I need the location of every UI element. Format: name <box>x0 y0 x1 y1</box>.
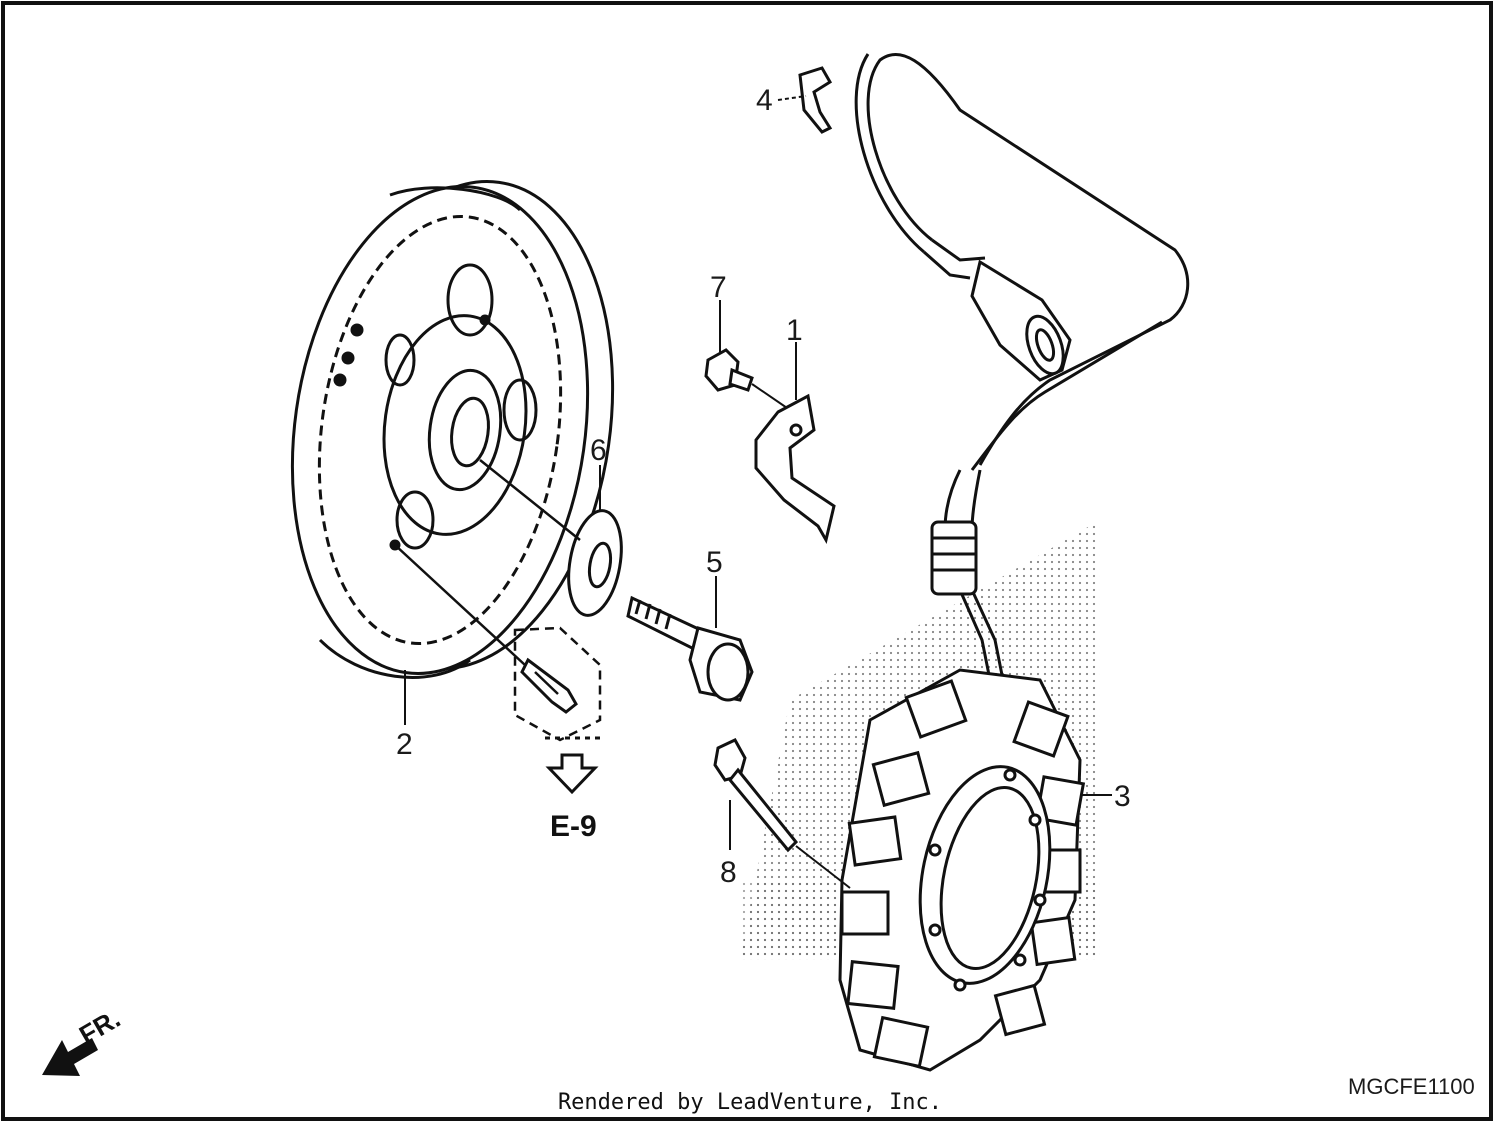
callout-1[interactable]: 1 <box>786 314 803 347</box>
callout-2[interactable]: 2 <box>396 728 413 761</box>
leader-4 <box>777 95 807 101</box>
bracket-bolt[interactable] <box>704 348 754 392</box>
wire-grommet[interactable] <box>930 520 978 596</box>
leader-washer-axis <box>479 459 581 541</box>
front-direction-arrow: FR. <box>42 1003 125 1076</box>
callout-5[interactable]: 5 <box>706 546 723 579</box>
credit-text: Rendered by LeadVenture, Inc. <box>557 1090 943 1115</box>
reference-arrow <box>545 736 600 795</box>
leader-7-axis <box>751 383 791 411</box>
leader-8-axis <box>795 845 851 889</box>
cable-bracket[interactable] <box>754 393 836 545</box>
callout-6[interactable]: 6 <box>590 434 607 467</box>
callout-7[interactable]: 7 <box>710 271 727 304</box>
flywheel-bolt[interactable] <box>626 595 754 702</box>
washer[interactable] <box>561 506 629 619</box>
stator[interactable] <box>838 668 1086 1072</box>
reference-label[interactable]: E-9 <box>550 810 597 843</box>
callout-4[interactable]: 4 <box>756 84 773 117</box>
connector[interactable] <box>970 259 1072 382</box>
callout-8[interactable]: 8 <box>720 856 737 889</box>
diagram-code: MGCFE1100 <box>1348 1074 1475 1099</box>
leader-bolt <box>394 544 526 666</box>
callout-3[interactable]: 3 <box>1114 780 1131 813</box>
wire-clip[interactable] <box>798 66 833 134</box>
stator-bolt[interactable] <box>713 738 799 853</box>
direction-label: FR. <box>74 1003 125 1050</box>
flywheel[interactable] <box>262 162 642 693</box>
flywheel-bolt-reference[interactable] <box>513 626 602 742</box>
